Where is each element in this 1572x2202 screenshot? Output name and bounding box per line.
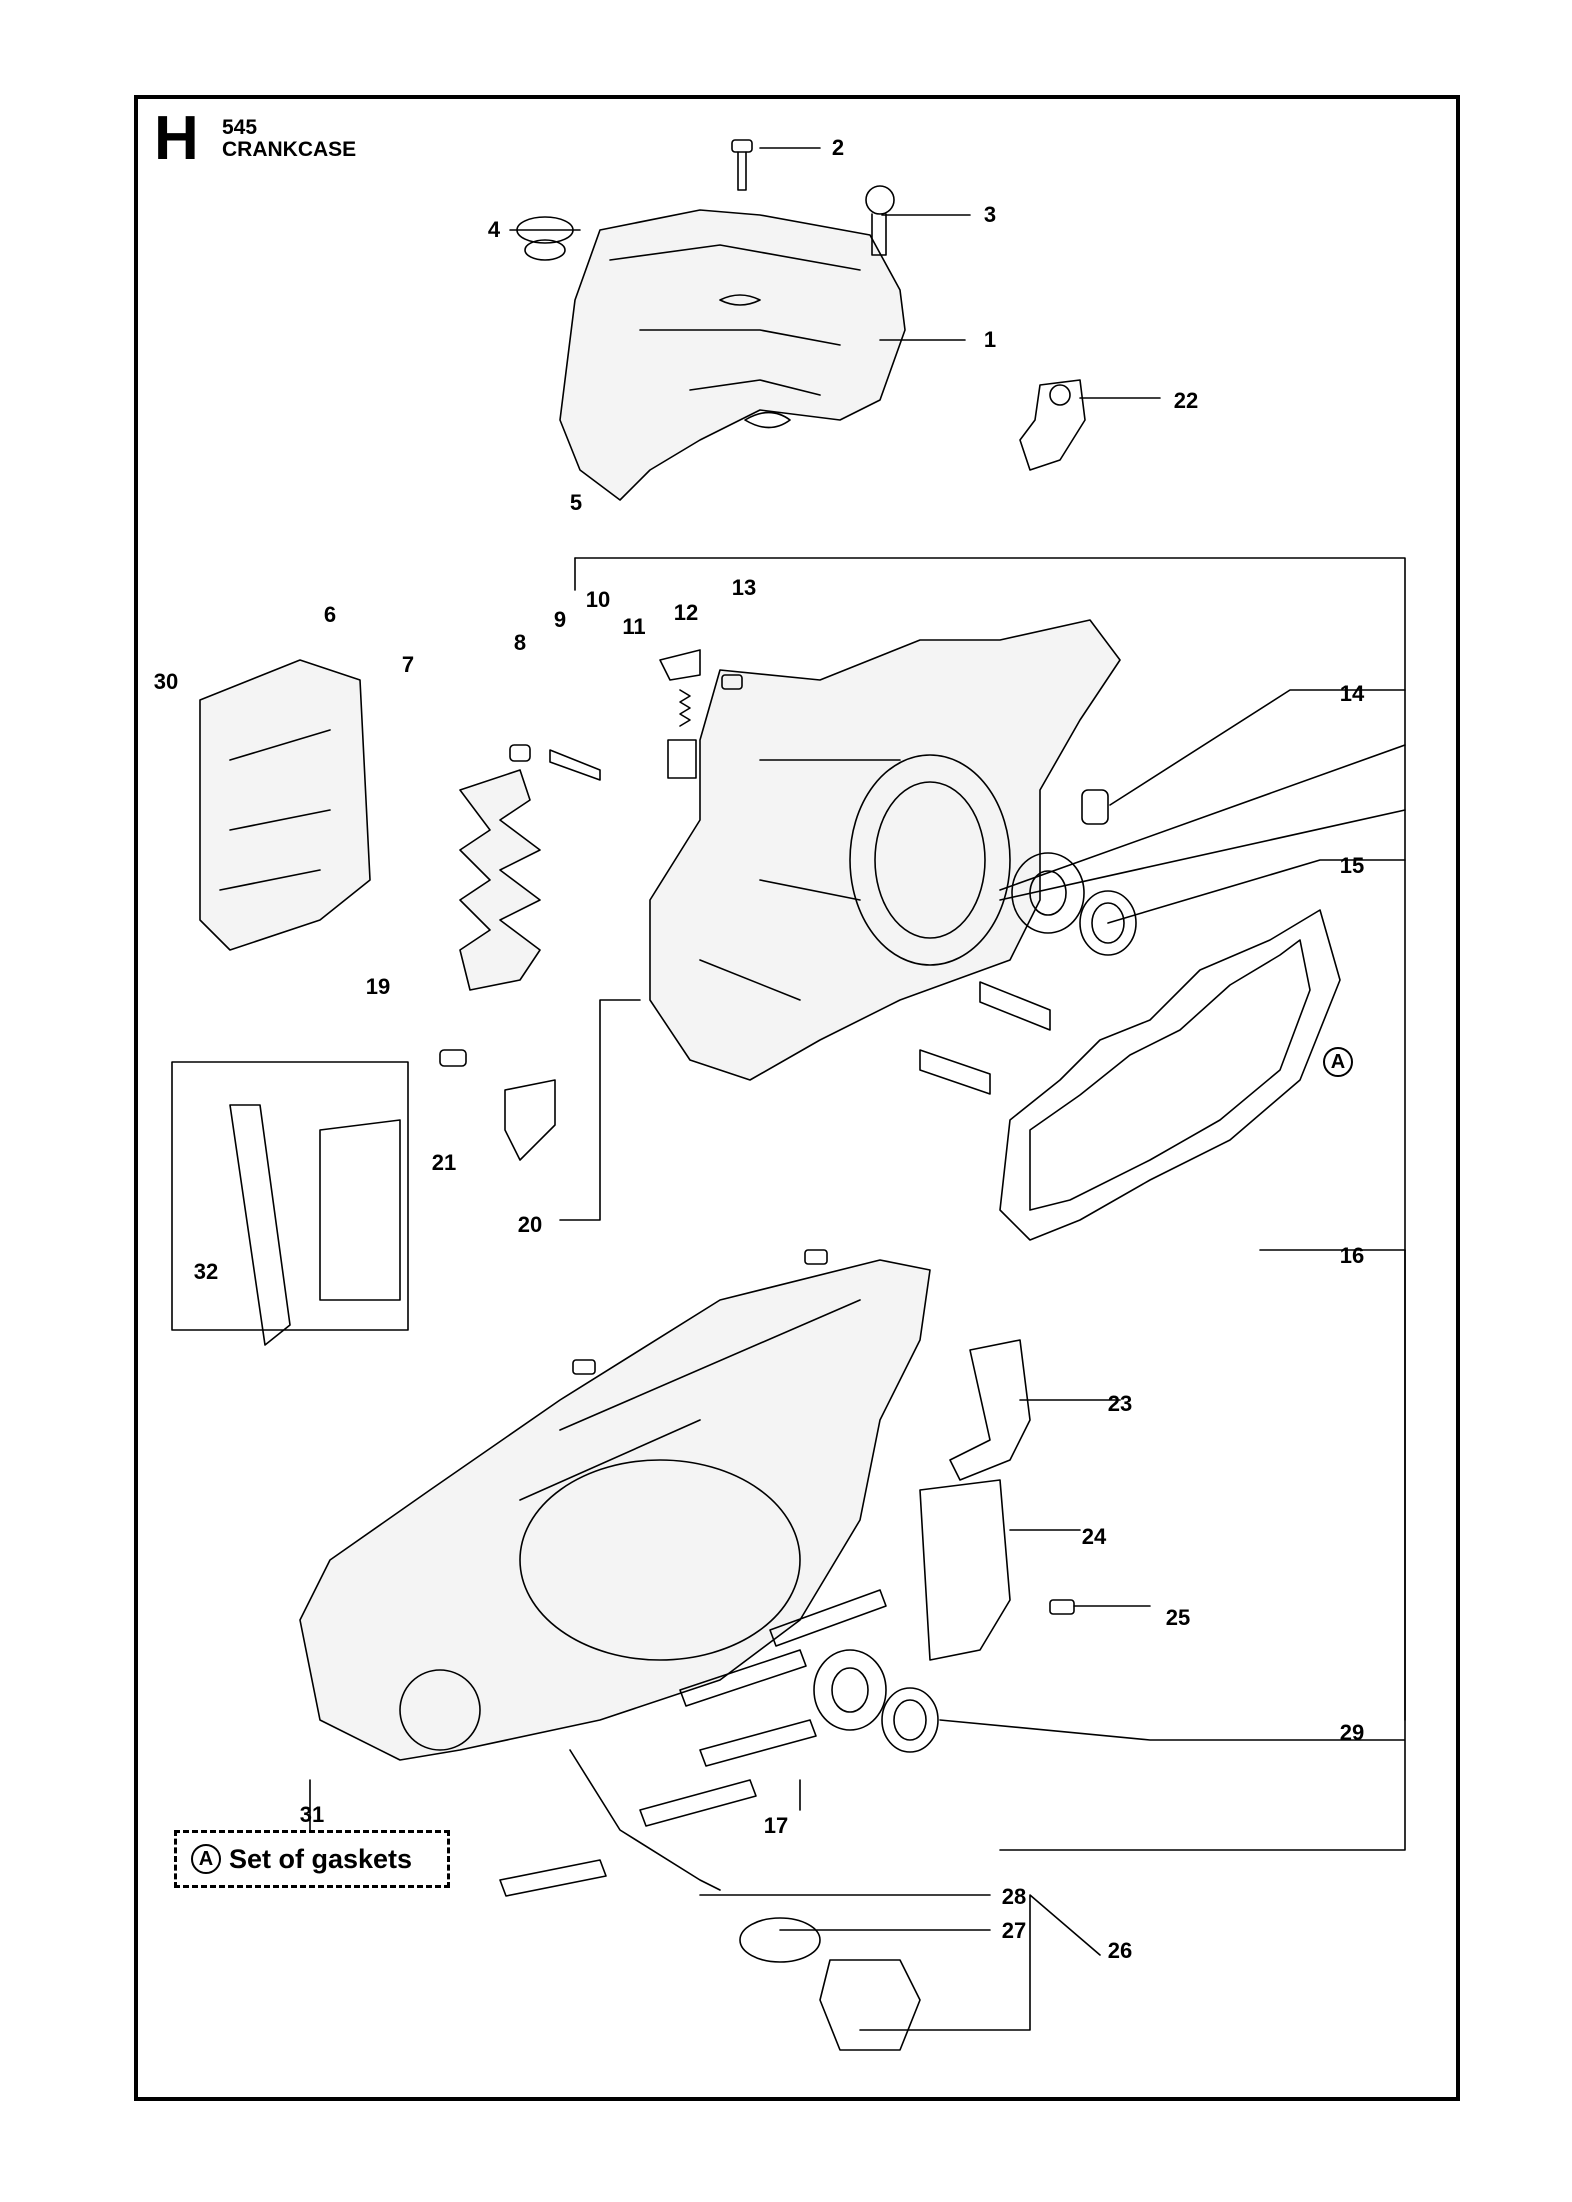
callout-1: 1 (983, 327, 997, 352)
part-23-guard (949, 1339, 1031, 1481)
callout-15: 15 (1339, 853, 1365, 878)
callout-30: 30 (153, 669, 179, 694)
part-8-nut (509, 744, 531, 762)
legend-box: A Set of gaskets (174, 1830, 450, 1888)
callout-11: 11 (622, 614, 646, 639)
section-letter: H (154, 104, 199, 173)
callout-28: 28 (1001, 1884, 1027, 1909)
part-22-bracket (1019, 379, 1086, 471)
callout-9: 9 (553, 607, 567, 632)
part-3-clip (865, 185, 895, 256)
callout-32: 32 (193, 1259, 219, 1284)
part-15-seal (1079, 890, 1137, 956)
part-2-screw (731, 139, 753, 191)
callout-19: 19 (365, 974, 391, 999)
part-25-screw (1049, 1599, 1075, 1615)
model-number: 545 (222, 116, 258, 139)
part-26-tank-vent (819, 1959, 921, 2051)
callout-6: 6 (323, 602, 337, 627)
callout-22: 22 (1173, 388, 1199, 413)
callout-20: 20 (517, 1212, 543, 1237)
callout-4: 4 (487, 217, 501, 242)
callout-7: 7 (401, 652, 415, 677)
callout-24: 24 (1081, 1524, 1107, 1549)
part-28-cable (569, 1749, 721, 1891)
callout-3: 3 (983, 202, 997, 227)
part-13-screw (721, 674, 743, 690)
gasket-a (999, 909, 1341, 1241)
part-27-oring (739, 1917, 821, 1963)
lower-crankcase-half (299, 1259, 931, 1761)
callout-21: 21 (431, 1150, 457, 1175)
callout-31: 31 (299, 1802, 325, 1827)
part-32-plate (229, 1104, 291, 1346)
part-4-grommet (516, 216, 574, 261)
part-6-plate (199, 659, 371, 951)
diagram-title: CRANKCASE (222, 138, 357, 161)
part-14-sleeve (1081, 789, 1109, 825)
callout-16: 16 (1339, 1243, 1365, 1268)
part-12-lever (659, 649, 701, 681)
callout-12: 12 (673, 600, 699, 625)
part-1-tank-housing (559, 209, 906, 501)
part-21-screw (439, 1049, 467, 1067)
callout-5: 5 (569, 490, 583, 515)
part-9-pin (549, 749, 601, 781)
callout-25: 25 (1165, 1605, 1191, 1630)
callout-14: 14 (1339, 681, 1365, 706)
part-19-bumper (459, 769, 541, 991)
legend-text: Set of gaskets (229, 1843, 413, 1874)
part-11-spring (679, 689, 691, 727)
part-10-block (667, 739, 697, 779)
callout-17: 17 (763, 1813, 789, 1838)
callout-8: 8 (513, 630, 527, 655)
callout-29: 29 (1339, 1720, 1365, 1745)
callout-13: 13 (731, 575, 757, 600)
inset-frame (171, 1061, 409, 1331)
part-5-crankcase-half (649, 619, 1121, 1081)
callout-2: 2 (831, 135, 845, 160)
part-16-screw-a (804, 1249, 828, 1265)
callout-26: 26 (1107, 1938, 1133, 1963)
callout-23: 23 (1107, 1391, 1133, 1416)
part-20-plate (504, 1079, 556, 1161)
callout-27: 27 (1001, 1918, 1027, 1943)
legend-marker: A (191, 1844, 221, 1874)
callout-10: 10 (585, 587, 611, 612)
diagram-frame (134, 95, 1460, 2101)
part-16-screw-b (572, 1359, 596, 1375)
gasket-reference-marker: A (1323, 1047, 1353, 1077)
part-24-cover (919, 1479, 1011, 1661)
